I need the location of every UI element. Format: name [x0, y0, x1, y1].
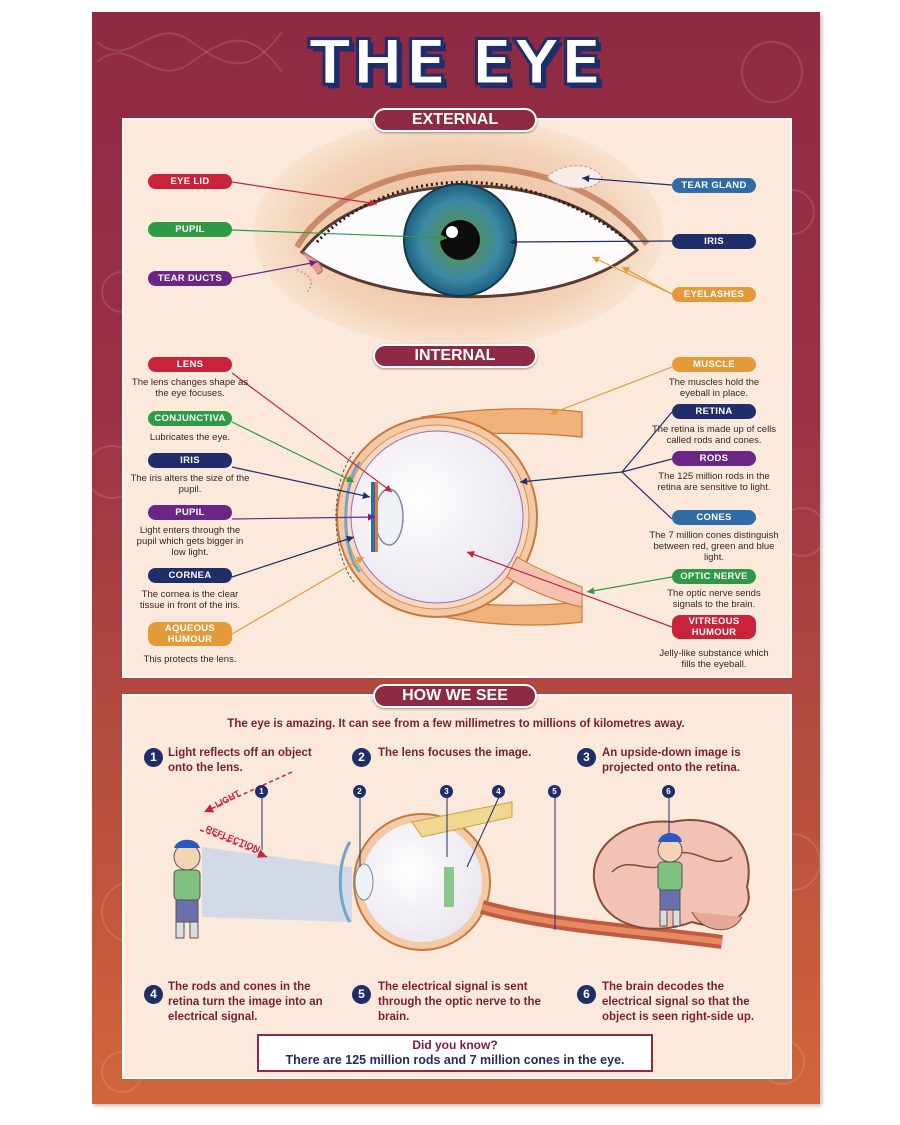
label-muscle: MUSCLE: [672, 357, 756, 372]
step-6-number: 6: [577, 985, 596, 1004]
desc-cones: The 7 million cones distinguish between …: [649, 530, 779, 563]
step-2-text: The lens focuses the image.: [378, 747, 532, 759]
marker-3: 3: [440, 785, 453, 798]
step-4-number: 4: [144, 985, 163, 1004]
label-optic-nerve: OPTIC NERVE: [672, 569, 756, 584]
desc-lens: The lens changes shape as the eye focuse…: [131, 377, 249, 399]
marker-1: 1: [255, 785, 268, 798]
step-2-number: 2: [352, 748, 371, 767]
step-3-number: 3: [577, 748, 596, 767]
label-tear-gland: TEAR GLAND: [672, 178, 756, 193]
marker-6: 6: [662, 785, 675, 798]
external-eye-illustration: [253, 117, 663, 347]
desc-rods: The 125 million rods in the retina are s…: [657, 471, 771, 493]
label-vitreous-line2: HUMOUR: [691, 627, 737, 638]
label-lens: LENS: [148, 357, 232, 372]
label-rods: RODS: [672, 451, 756, 466]
label-cones: CONES: [672, 510, 756, 525]
desc-pupil: Light enters through the pupil which get…: [136, 525, 244, 558]
label-eye-lid: EYE LID: [148, 174, 232, 189]
page-title: THE EYE: [307, 26, 604, 99]
step-1-text: Light reflects off an object onto the le…: [168, 747, 312, 774]
step-1-number: 1: [144, 748, 163, 767]
label-vitreous-line1: VITREOUS: [688, 616, 740, 627]
desc-optic-nerve: The optic nerve sends signals to the bra…: [667, 588, 761, 610]
desc-muscle: The muscles hold the eyeball in place.: [668, 377, 760, 399]
label-aqueous-line2: HUMOUR: [167, 634, 213, 645]
desc-retina: The retina is made up of cells called ro…: [651, 424, 777, 446]
did-you-know-answer: There are 125 million rods and 7 million…: [285, 1053, 625, 1067]
step-6-text: The brain decodes the electrical signal …: [602, 981, 755, 1023]
diagram-art: [173, 117, 750, 951]
did-you-know-box: Did you know? There are 125 million rods…: [257, 1034, 653, 1072]
label-aqueous-humour: AQUEOUS HUMOUR: [148, 622, 232, 646]
poster: THE EYE: [92, 12, 820, 1104]
desc-iris: The iris alters the size of the pupil.: [130, 473, 250, 495]
label-pupil-internal: PUPIL: [148, 505, 232, 520]
label-vitreous-humour: VITREOUS HUMOUR: [672, 615, 756, 639]
internal-eye-illustration: [335, 408, 583, 626]
label-pupil-external: PUPIL: [148, 222, 232, 237]
section-internal: INTERNAL: [373, 344, 537, 368]
label-conjunctiva: CONJUNCTIVA: [148, 411, 232, 426]
step-4-text: The rods and cones in the retina turn th…: [168, 981, 323, 1023]
how-we-see-intro: The eye is amazing. It can see from a fe…: [227, 718, 685, 730]
step-5-number: 5: [352, 985, 371, 1004]
label-eyelashes: EYELASHES: [672, 287, 756, 302]
label-iris-internal: IRIS: [148, 453, 232, 468]
marker-5: 5: [548, 785, 561, 798]
label-retina: RETINA: [672, 404, 756, 419]
marker-2: 2: [353, 785, 366, 798]
did-you-know-question: Did you know?: [412, 1038, 498, 1052]
marker-4: 4: [492, 785, 505, 798]
section-how-we-see: HOW WE SEE: [373, 684, 537, 708]
step-5-text: The electrical signal is sent through th…: [378, 981, 541, 1023]
step-3-text: An upside-down image is projected onto t…: [602, 747, 741, 774]
section-external: EXTERNAL: [373, 108, 537, 132]
label-aqueous-line1: AQUEOUS: [164, 623, 216, 634]
label-tear-ducts: TEAR DUCTS: [148, 271, 232, 286]
label-cornea: CORNEA: [148, 568, 232, 583]
label-iris-external: IRIS: [672, 234, 756, 249]
desc-aqueous: This protects the lens.: [143, 654, 237, 665]
desc-cornea: The cornea is the clear tissue in front …: [139, 589, 241, 611]
how-we-see-illustration: [173, 771, 750, 951]
desc-vitreous: Jelly-like substance which fills the eye…: [659, 648, 769, 670]
desc-conjunctiva: Lubricates the eye.: [149, 432, 231, 443]
